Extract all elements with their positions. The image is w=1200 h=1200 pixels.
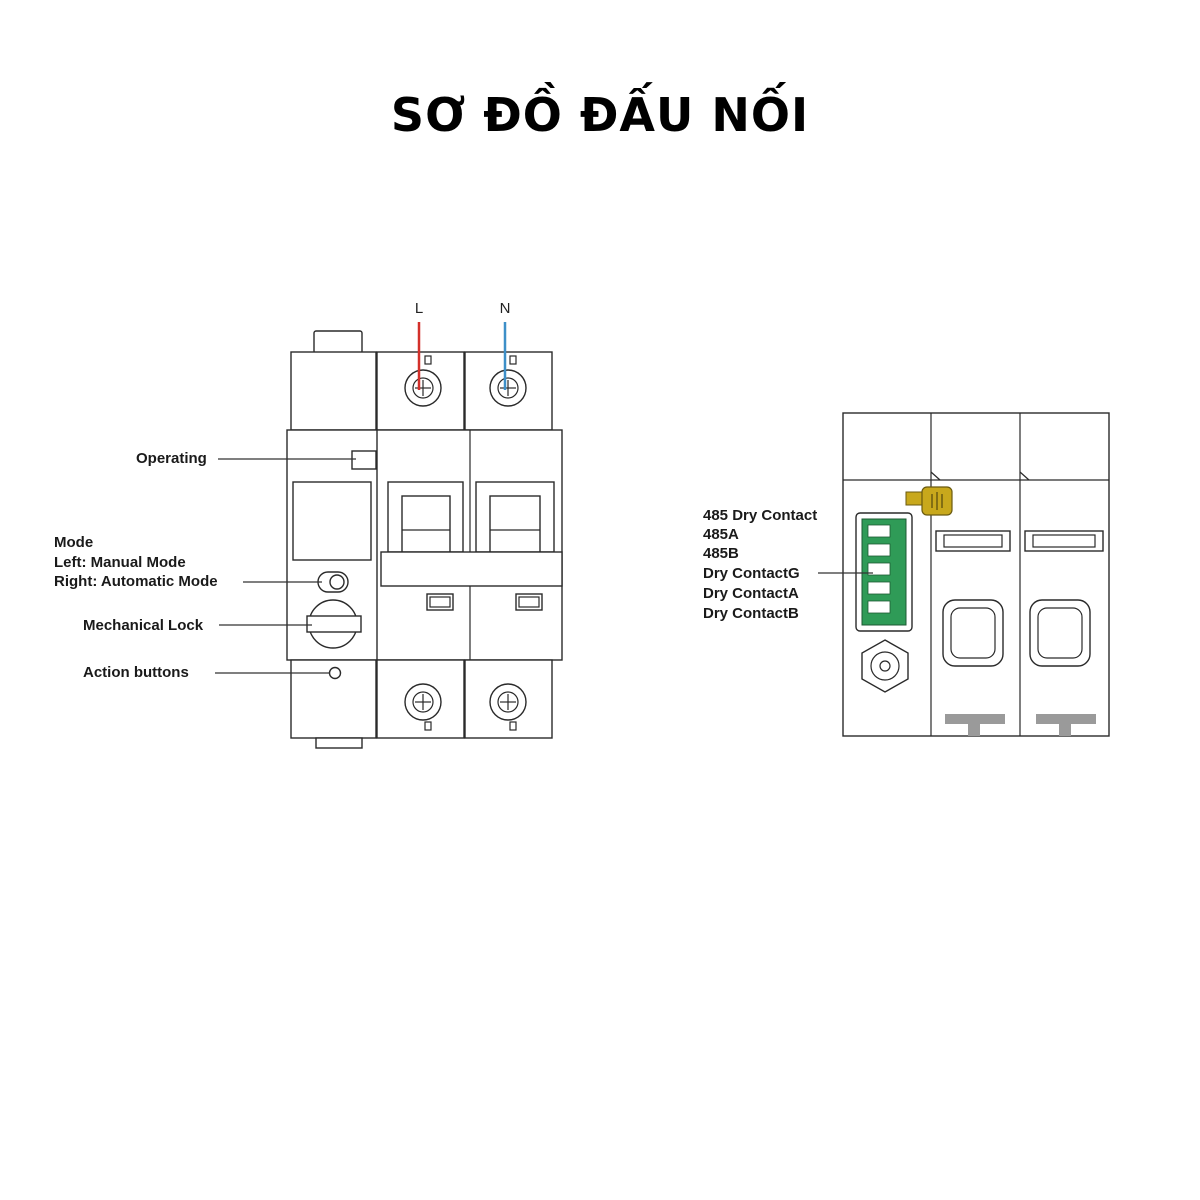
page-title: SƠ ĐỒ ĐẤU NỐI — [390, 88, 810, 142]
side-view-device — [842, 412, 1110, 737]
pole-1-rail-clip — [945, 714, 1005, 724]
dry-contact-b-label: Dry ContactB — [703, 605, 799, 622]
dry-contact-g-label: Dry ContactG — [703, 565, 800, 582]
rs485b-label: 485B — [703, 545, 739, 562]
front-view-device: L N — [286, 300, 563, 749]
mechanical-lock-lever[interactable] — [306, 615, 362, 633]
operating-label: Operating — [136, 450, 207, 467]
pole-2-rail-clip — [1036, 714, 1096, 724]
rs485-terminal-block — [855, 512, 913, 632]
breaker-poles — [376, 351, 563, 739]
antenna-connector — [861, 639, 909, 693]
pole-1-slot — [935, 530, 1011, 552]
top-cap — [313, 330, 363, 354]
rs485-dry-contact-label: 485 Dry Contact — [703, 507, 817, 524]
display-window — [292, 481, 372, 561]
action-buttons-label: Action buttons — [83, 664, 189, 681]
yellow-tab[interactable] — [905, 486, 953, 516]
front-view-labels: Operating Mode Left: Manual Mode Right: … — [54, 450, 356, 681]
dry-contact-a-label: Dry ContactA — [703, 585, 799, 602]
live-wire-label: L — [415, 300, 423, 317]
controller-top — [290, 351, 377, 431]
handle-bar[interactable] — [380, 551, 563, 587]
pole-1-latch — [426, 593, 454, 611]
bottom-cap — [315, 737, 363, 749]
action-button[interactable] — [328, 666, 342, 680]
operating-indicator — [351, 450, 377, 470]
mode-switch-knob[interactable] — [329, 574, 345, 590]
mode-right-label: Right: Automatic Mode — [54, 573, 218, 590]
pole-2-slot — [1024, 530, 1104, 552]
side-view-labels: 485 Dry Contact 485A 485B Dry ContactG D… — [703, 507, 873, 622]
neutral-wire-label: N — [500, 300, 511, 317]
pole-1-toggle[interactable] — [401, 495, 451, 553]
pole-2-toggle[interactable] — [489, 495, 541, 553]
pole-2-terminal — [1029, 599, 1091, 667]
mode-title-label: Mode — [54, 534, 93, 551]
pole-2-latch — [515, 593, 543, 611]
mode-left-label: Left: Manual Mode — [54, 554, 186, 571]
pole-1-terminal — [942, 599, 1004, 667]
mechanical-lock-label: Mechanical Lock — [83, 617, 204, 634]
rs485a-label: 485A — [703, 526, 739, 543]
